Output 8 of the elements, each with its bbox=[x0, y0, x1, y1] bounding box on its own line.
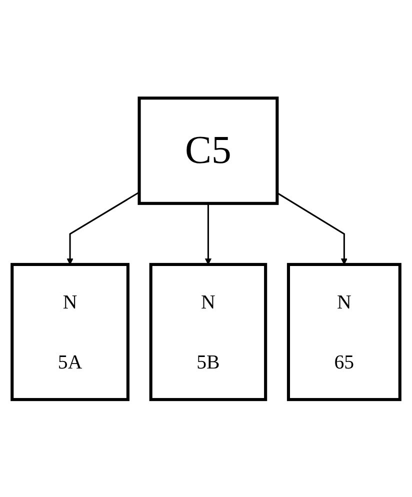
arrow bbox=[204, 203, 212, 264]
node-box bbox=[138, 96, 279, 205]
diagram: C5 N 5A N 5B N 65 bbox=[6, 92, 406, 406]
arrow bbox=[66, 191, 140, 264]
arrow bbox=[276, 192, 348, 264]
node-box bbox=[10, 262, 130, 401]
node-box bbox=[149, 262, 268, 401]
node-box bbox=[286, 262, 402, 401]
